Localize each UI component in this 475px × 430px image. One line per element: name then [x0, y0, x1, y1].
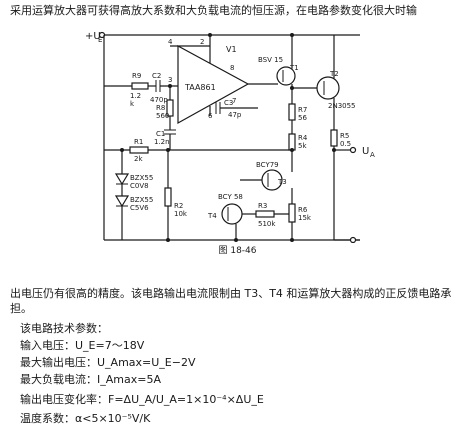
svg-text:C1: C1: [156, 130, 165, 138]
svg-text:T3: T3: [277, 178, 287, 186]
svg-text:4: 4: [168, 38, 173, 46]
svg-text:470p: 470p: [150, 96, 168, 104]
output-label: U: [362, 146, 369, 157]
param-output-rate: 输出电压变化率：F=ΔU_A/U_A=1×10⁻⁴×ΔU_E: [20, 393, 264, 406]
opamp-label: TAA861: [184, 83, 216, 92]
t2-transistor: [316, 76, 340, 100]
svg-text:R4: R4: [298, 134, 308, 142]
figure-caption: 图 18-46: [218, 246, 257, 256]
svg-text:BZX55: BZX55: [130, 174, 153, 182]
svg-text:R6: R6: [298, 206, 308, 214]
ground-terminal: [349, 236, 357, 243]
svg-text:56: 56: [298, 114, 307, 122]
r7-resistor: [288, 103, 296, 121]
zener-diode-1: [114, 173, 130, 186]
svg-text:2N3055: 2N3055: [328, 102, 356, 110]
svg-text:R7: R7: [298, 106, 307, 114]
svg-text:560: 560: [156, 112, 169, 120]
description-line-1: 出电压仍有很高的精度。该电路输出电流限制由 T3、T4 和运算放大器构成的正反馈…: [10, 287, 452, 300]
svg-text:1.2n: 1.2n: [154, 138, 170, 146]
zener-diode-2: [114, 195, 130, 208]
r9-resistor: [131, 82, 149, 90]
param-max-load-current: 最大负载电流：I_Amax=5A: [20, 373, 161, 386]
param-temp-coeff: 温度系数：α<5×10⁻⁵V/K: [20, 412, 151, 425]
supply-label: +U: [85, 31, 101, 42]
svg-text:BSV 15: BSV 15: [258, 56, 283, 64]
t4-transistor: [221, 203, 243, 225]
svg-text:T1: T1: [289, 64, 299, 72]
r2-resistor: [164, 187, 172, 207]
r1-resistor: [129, 146, 149, 154]
svg-text:R8: R8: [156, 104, 165, 112]
param-max-output-voltage: 最大输出电压：U_Amax=U_E−2V: [20, 356, 196, 369]
svg-text:5k: 5k: [298, 142, 307, 150]
output-terminal: [349, 146, 357, 154]
svg-text:BZX55: BZX55: [130, 196, 153, 204]
svg-text:47p: 47p: [228, 111, 242, 119]
svg-text:10k: 10k: [174, 210, 188, 218]
svg-text:1.2: 1.2: [130, 92, 141, 100]
svg-text:C2: C2: [152, 72, 161, 80]
description-line-2: 担。: [10, 302, 32, 315]
svg-text:C5V6: C5V6: [130, 204, 149, 212]
svg-text:510k: 510k: [258, 220, 276, 228]
svg-text:k: k: [130, 100, 135, 108]
svg-text:7: 7: [232, 97, 236, 105]
svg-text:A: A: [370, 151, 375, 159]
svg-text:2: 2: [200, 38, 204, 46]
svg-text:0.5: 0.5: [340, 140, 351, 148]
svg-text:15k: 15k: [298, 214, 312, 222]
opamp-symbol: [177, 44, 250, 125]
svg-text:BCY79: BCY79: [256, 161, 279, 169]
circuit-diagram: +U E TAA861 V1 4 2 3 8 7 6 R9 1.2 k C2 4…: [85, 31, 375, 243]
r3-resistor: [255, 210, 275, 218]
r5-resistor: [330, 129, 338, 147]
v1-label: V1: [226, 45, 237, 54]
svg-text:2k: 2k: [134, 155, 143, 163]
r4-resistor: [288, 133, 296, 151]
svg-text:C0V8: C0V8: [130, 182, 149, 190]
param-input-voltage: 输入电压：U_E=7～18V: [20, 339, 145, 352]
r6-resistor: [288, 203, 296, 223]
supply-sub: E: [98, 36, 102, 44]
svg-text:8: 8: [230, 64, 234, 72]
svg-text:BCY 58: BCY 58: [218, 193, 243, 201]
svg-text:R2: R2: [174, 202, 183, 210]
svg-text:R1: R1: [134, 138, 143, 146]
svg-text:R5: R5: [340, 132, 349, 140]
svg-text:C3: C3: [224, 99, 233, 107]
svg-text:3: 3: [168, 76, 172, 84]
params-title: 该电路技术参数：: [20, 322, 108, 335]
svg-text:R9: R9: [132, 72, 141, 80]
svg-text:T4: T4: [207, 212, 217, 220]
svg-text:R3: R3: [258, 202, 267, 210]
t1-transistor: [276, 66, 296, 86]
intro-text: 采用运算放大器可获得高放大系数和大负载电流的恒压源，在电路参数变化很大时输: [10, 4, 417, 17]
